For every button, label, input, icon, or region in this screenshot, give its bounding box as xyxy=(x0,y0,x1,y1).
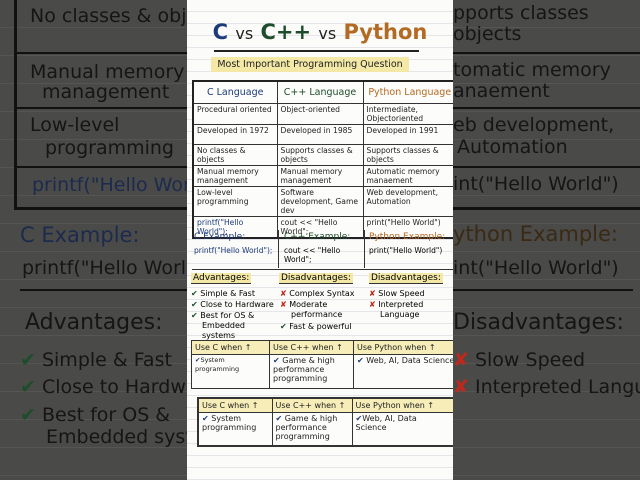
bg-text: Advantages: xyxy=(25,310,163,335)
blurred-background-right: pports classes objects tomatic memory an… xyxy=(453,0,640,480)
check-icon: ✔ xyxy=(191,311,198,320)
example-label: Python Example: xyxy=(369,232,446,242)
bg-text: Low-level xyxy=(30,114,120,136)
use-python-header: Use Python when ↑ xyxy=(351,397,453,413)
use-c-header: Use C when ↑ xyxy=(197,397,273,413)
cpp-disadvantages-heading: Disadvantages: xyxy=(279,273,353,284)
cross-icon: ✘ xyxy=(280,300,287,309)
use-cpp-header: Use C++ when ↑ xyxy=(271,397,353,413)
bg-text: eb development, xyxy=(453,114,615,136)
bg-text: Embedded syste xyxy=(46,426,188,448)
list-item: ✔ Best for OS & Embedded systems xyxy=(191,311,255,340)
bg-text: ✘ Interpreted Langu xyxy=(453,376,640,398)
cross-icon: ✘ xyxy=(369,289,376,298)
list-item: ✘ Slow Speed xyxy=(369,289,425,298)
table-cell: Developed in 1985 xyxy=(276,123,364,145)
list-item: ✘ Interpreted Language xyxy=(369,300,424,319)
table-cell: Intermediate, Objectoriented xyxy=(362,102,453,125)
bg-text: ✔ Close to Hardw xyxy=(20,376,186,398)
title-underline xyxy=(214,50,419,52)
bg-text: ✔ Simple & Fast xyxy=(20,349,172,371)
use-python-header: Use Python when ↑ xyxy=(353,340,453,355)
cross-icon: ✘ xyxy=(280,289,287,298)
table-cell: Supports classes & objects xyxy=(362,143,453,166)
bg-text: int("Hello World") xyxy=(453,257,619,279)
python-disadvantages-heading: Disadvantages: xyxy=(369,273,443,284)
table-cell: ✔ Web, AI, Data Science xyxy=(353,354,453,389)
table-cell: Web development, Automation xyxy=(362,185,453,217)
table-cell: ✔ Game & high performance programming xyxy=(269,354,354,389)
list-item: ✔ Simple & Fast xyxy=(191,289,255,298)
table-cell: Procedural oriented xyxy=(192,102,278,125)
bg-text: Manual memory xyxy=(30,61,185,83)
blurred-background-left: No classes & obje Manual memory manageme… xyxy=(0,0,188,480)
table-cell: Manual memory management xyxy=(276,164,364,187)
use-when-table-1: Use C when ↑Use C++ when ↑Use Python whe… xyxy=(191,340,453,389)
header-c: C Language xyxy=(192,80,278,104)
table-cell: print("Hello World") xyxy=(362,215,453,238)
bg-text: printf("Hello World xyxy=(22,257,188,279)
bg-text: Disadvantages: xyxy=(453,310,624,335)
list-item: ✘ Complex Syntax xyxy=(280,289,355,298)
comparison-table: C Language C++ Language Python Language … xyxy=(192,80,453,239)
table-cell: Manual memory management xyxy=(192,164,278,187)
use-when-table-2: Use C when ↑Use C++ when ↑Use Python whe… xyxy=(197,397,453,447)
bg-text: objects xyxy=(453,23,522,45)
bg-text: int("Hello World") xyxy=(453,173,619,195)
example-code: cout << "Hello World"; xyxy=(284,246,341,264)
bg-text: ython Example: xyxy=(453,222,618,246)
page-title: C vs C++ vs Python xyxy=(212,20,428,44)
table-cell: printf("Hello World"); xyxy=(192,215,278,238)
bg-text: pports classes xyxy=(453,2,589,24)
list-item: ✔ Fast & powerful xyxy=(280,322,352,331)
list-item: ✘ Moderate performance xyxy=(280,300,343,319)
table-cell: cout << "Hello World"; xyxy=(276,215,364,238)
table-cell: Supports classes & objects xyxy=(276,143,364,166)
check-icon: ✔ xyxy=(280,322,287,331)
example-code: printf("Hello World"); xyxy=(194,246,273,255)
comparison-card: C vs C++ vs Python Most Important Progra… xyxy=(187,0,453,480)
bg-text: programming xyxy=(45,137,174,159)
table-cell: Developed in 1972 xyxy=(192,123,278,145)
check-icon: ✔ xyxy=(191,300,198,309)
table-cell: ✔System programming xyxy=(191,354,270,389)
list-item: ✔ Close to Hardware xyxy=(191,300,274,309)
bg-text: anaement xyxy=(453,80,550,102)
table-cell: ✔Web, AI, Data Science xyxy=(351,411,453,447)
bg-text: No classes & obje xyxy=(30,5,188,27)
examples-section: C Example: printf("Hello World"); C++ Ex… xyxy=(192,230,453,270)
table-cell: Automatic memory manaement xyxy=(362,164,453,187)
use-cpp-header: Use C++ when ↑ xyxy=(269,340,354,355)
bg-text: printf("Hello Worl xyxy=(32,174,188,196)
header-cpp: C++ Language xyxy=(276,80,364,104)
bg-text: ✘ Slow Speed xyxy=(453,349,586,371)
bg-text: ✔ Best for OS & xyxy=(20,404,171,426)
example-label: C Example: xyxy=(194,232,246,242)
table-cell: Low-level programming xyxy=(192,185,278,217)
table-cell: Developed in 1991 xyxy=(362,123,453,145)
bg-text: C Example: xyxy=(20,223,140,247)
table-cell: Software development, Game dev xyxy=(276,185,364,217)
table-cell: No classes & objects xyxy=(192,143,278,166)
table-cell: Object-oriented xyxy=(276,102,364,125)
cross-icon: ✘ xyxy=(369,300,376,309)
bg-text: management xyxy=(42,81,170,103)
table-cell: ✔ System programming xyxy=(197,411,273,447)
header-python: Python Language xyxy=(362,80,453,104)
subtitle: Most Important Programming Question xyxy=(211,57,409,72)
bg-text: tomatic memory xyxy=(453,59,611,81)
table-cell: ✔ Game & high performance programming xyxy=(271,411,353,447)
example-label: C++ Example: xyxy=(284,232,351,242)
bg-text: Automation xyxy=(457,136,568,158)
use-c-header: Use C when ↑ xyxy=(191,340,270,355)
check-icon: ✔ xyxy=(191,289,198,298)
example-code: print("Hello World") xyxy=(369,246,443,255)
advantages-heading: Advantages: xyxy=(191,273,252,284)
